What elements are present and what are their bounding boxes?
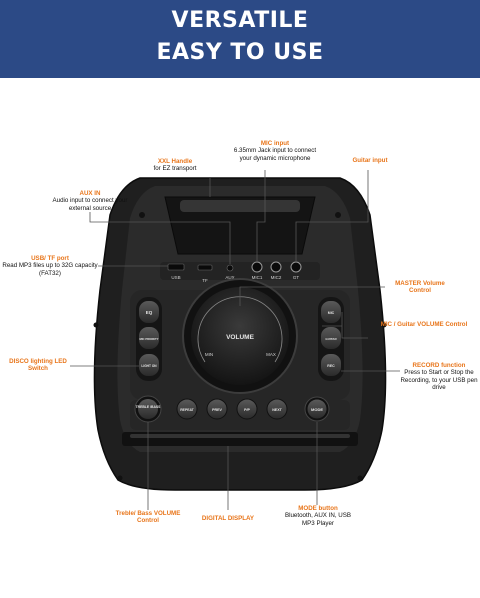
mic2-jack[interactable] [270,261,282,273]
banner-title-line1: VERSATILE [171,8,309,33]
mode-button[interactable]: MODE [304,396,330,422]
eq-button-label: EQ [146,310,153,315]
tf-slot[interactable] [197,264,213,271]
callout-xxl-handle: XXL Handle for EZ transport [140,158,210,173]
callout-mic-guitar-title: MIC / Guitar VOLUME Control [380,321,468,328]
knob-min-label: MIN [205,352,213,357]
next-button-label: NEXT [272,408,282,412]
callout-lines [70,170,400,510]
right-button-group: MIC GUITAR REC [318,297,344,381]
callout-guitar-input-title: Guitar input [352,157,388,164]
callout-mic-input-title: MIC input [260,140,290,147]
callout-aux-in-title: AUX IN [79,190,101,197]
prev-button[interactable]: PREV [206,398,228,420]
callout-record-title: RECORD function [412,362,466,369]
mic-priority-button-label: MIC PRIORITY [139,337,158,341]
mic-volume-button-label: MIC [328,311,335,315]
mic1-jack[interactable] [251,261,263,273]
treble-bass-label: TREBLE /BASS [136,405,162,409]
usb-port[interactable] [167,263,185,271]
tf-port-label: TF [202,278,208,283]
callout-xxl-handle-text: for EZ transport [153,165,197,173]
eq-button[interactable]: EQ [139,301,159,323]
master-volume-knob[interactable]: VOLUME MIN MAX [182,278,298,394]
callout-digital-display: DIGITAL DISPLAY [190,515,266,522]
left-button-group: EQ MIC PRIORITY LIGHT ON [136,297,162,381]
digital-display [122,432,358,446]
handle[interactable] [164,196,316,255]
play-pause-button[interactable]: P/P [236,398,258,420]
callout-xxl-handle-title: XXL Handle [157,158,193,165]
mode-button-label: MODE [311,407,323,412]
mic2-port-label: MIC2 [271,275,282,280]
callout-record: RECORD function Press to Start or Stop t… [400,362,478,392]
header-banner: VERSATILE EASY TO USE [0,0,480,78]
rec-button-label: REC [327,364,335,368]
callout-mic-guitar: MIC / Guitar VOLUME Control [372,321,476,328]
light-on-button[interactable]: LIGHT ON [139,354,159,376]
callout-mode-button-text: Bluetooth, AUX IN, USB MP3 Player [284,512,352,527]
prev-button-label: PREV [212,408,222,412]
rec-button[interactable]: REC [321,354,341,376]
callout-aux-in-text: Audio input to connect your external sou… [52,197,128,212]
callout-disco-title: DISCO lighting LED Switch [9,358,67,373]
gt-port-label: GT [293,275,300,280]
repeat-button-label: REPEAT [180,408,194,412]
callout-guitar-input: Guitar input [340,157,400,164]
usb-port-label: USB [171,275,180,280]
play-pause-button-label: P/P [244,408,250,412]
callout-usb-tf-title: USB/ TF port [31,255,69,262]
bottom-button-row: TREBLE /BASS REPEAT PREV P/P NEXT MODE [134,395,330,423]
banner-title-line2: EASY TO USE [156,40,324,65]
light-on-button-label: LIGHT ON [141,364,157,368]
mic-volume-button[interactable]: MIC [321,301,341,323]
callout-mode-button: MODE button Bluetooth, AUX IN, USB MP3 P… [278,505,358,527]
mic1-port-label: MIC1 [252,275,263,280]
mic-priority-button[interactable]: MIC PRIORITY [139,327,159,349]
callout-aux-in: AUX IN Audio input to connect your exter… [48,190,132,212]
callout-usb-tf: USB/ TF port Read MP3 files up to 32G ca… [2,255,98,277]
aux-jack[interactable] [226,264,234,272]
callout-record-text: Press to Start or Stop the Recording, to… [400,369,478,392]
aux-port-label: AUX [225,275,234,280]
callout-treble-bass: Treble/ Bass VOLUME Control [110,510,186,525]
callout-master-volume-title: MASTER Volume Control [395,280,445,295]
callout-disco: DISCO lighting LED Switch [6,358,70,373]
knob-volume-label: VOLUME [226,334,254,341]
callout-mic-input-text: 6.35mm Jack input to connect your dynami… [233,147,317,162]
port-strip: USB TF AUX MIC1 MIC2 GT [160,261,320,283]
callout-master-volume: MASTER Volume Control [385,280,455,295]
callout-mode-button-title: MODE button [298,505,338,512]
callout-mic-input: MIC input 6.35mm Jack input to connect y… [230,140,320,162]
guitar-jack[interactable] [290,261,302,273]
repeat-button[interactable]: REPEAT [176,398,198,420]
guitar-volume-button[interactable]: GUITAR [321,327,341,349]
next-button[interactable]: NEXT [266,398,288,420]
callout-treble-bass-title: Treble/ Bass VOLUME Control [115,510,181,525]
guitar-volume-button-label: GUITAR [325,337,337,341]
knob-max-label: MAX [266,352,276,357]
callout-digital-display-title: DIGITAL DISPLAY [201,515,255,522]
treble-bass-knob[interactable]: TREBLE /BASS [134,395,162,423]
callout-usb-tf-text: Read MP3 files up to 32G capacity (FAT32… [2,262,98,277]
